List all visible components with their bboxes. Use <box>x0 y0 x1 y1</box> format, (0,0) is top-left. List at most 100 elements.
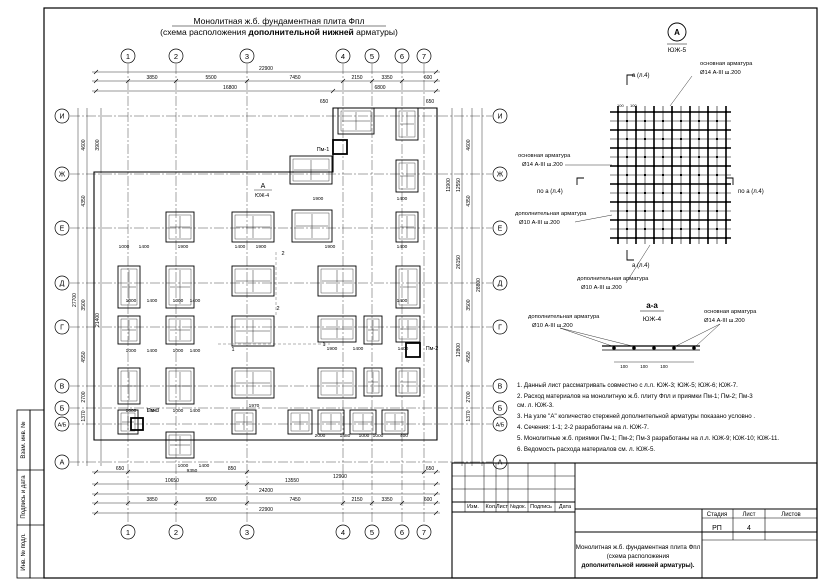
grid-bubble-left <box>54 416 70 432</box>
stamp-col-data: Дата <box>559 504 572 510</box>
detail-add-label: дополнительная арматура <box>515 211 587 217</box>
rebar-node <box>617 165 619 167</box>
rebar-node <box>689 183 691 185</box>
rebar-node <box>662 138 664 140</box>
rebar-node <box>689 219 691 221</box>
dimension-label: 3850 <box>146 75 157 81</box>
rebar-node <box>707 219 709 221</box>
dimension-label: 13550 <box>285 478 299 484</box>
reinforcement-panel <box>395 107 419 141</box>
grid-bubble-right <box>492 220 508 236</box>
rebar-node <box>725 147 727 149</box>
reinforcement-panel-inner <box>292 158 330 182</box>
dimension-label-vertical: 1370 <box>466 410 472 421</box>
reinforcement-panel-inner <box>234 370 272 396</box>
reinforcement-panel-inner <box>234 318 272 344</box>
reinforcement-panel <box>231 409 257 435</box>
rebar-node <box>671 183 673 185</box>
cell-dimension-label: 1400 <box>190 298 201 304</box>
cell-dimension-label: 1400 <box>398 346 409 352</box>
reinforcement-panel-inner <box>352 412 374 432</box>
grid-bubble-right <box>492 275 508 291</box>
section-aa-spacing-2: 100 <box>640 364 648 369</box>
dimension-tick <box>93 78 99 84</box>
section-aa-left-spec: Ø10 А-III ш.200 <box>532 323 573 329</box>
plan-node-a-label: А <box>261 183 266 190</box>
rebar-node <box>698 174 700 176</box>
rebar-node <box>698 156 700 158</box>
node-a-letter: А <box>674 28 680 37</box>
rebar-node <box>671 111 673 113</box>
dimension-label: 7450 <box>289 497 300 503</box>
rebar-node <box>635 165 637 167</box>
rebar-node <box>725 237 727 239</box>
dimension-label: 650 <box>426 466 435 472</box>
title-line-1: Монолитная ж.б. фундаментная плита Фпл <box>193 16 364 26</box>
dimension-label: 7450 <box>289 75 300 81</box>
grid-label-left: Д <box>60 281 65 288</box>
rebar-node <box>680 228 682 230</box>
rebar-node <box>662 120 664 122</box>
rebar-node <box>662 210 664 212</box>
rebar-node <box>653 201 655 203</box>
cell-dimension-label: 1000 <box>119 244 130 250</box>
reinforcement-panel <box>117 367 141 405</box>
reinforcement-panel <box>317 367 357 399</box>
rebar-node <box>680 120 682 122</box>
grid-bubble-left <box>54 166 70 182</box>
leader-line <box>574 214 613 223</box>
pit-label-pm3: Пм-3 <box>147 408 160 414</box>
stamp-sheet-value: 4 <box>747 525 751 532</box>
grid-label-right: А/Б <box>496 423 505 429</box>
rebar-dot <box>652 346 656 350</box>
rebar-node <box>617 219 619 221</box>
dimension-label-vertical: 27700 <box>72 293 78 307</box>
grid-bubble-left <box>54 220 70 236</box>
dimension-label-vertical: 21400 <box>95 313 101 327</box>
rebar-node <box>716 120 718 122</box>
cell-dimension-label: 1000 <box>373 433 384 439</box>
reinforcement-panel <box>395 315 421 343</box>
cell-dimension-label: 1000 <box>359 433 370 439</box>
dimension-tick <box>330 88 336 94</box>
rebar-node <box>671 201 673 203</box>
cell-dimension-label: 1400 <box>147 348 158 354</box>
rebar-node <box>671 129 673 131</box>
rebar-node <box>689 237 691 239</box>
dimension-label: 10650 <box>165 478 179 484</box>
side-strip-label-2: Подпись и дата <box>21 475 27 519</box>
grid-bubble-top <box>364 48 380 64</box>
title-line-2: (схема расположения дополнительной нижне… <box>160 27 398 37</box>
grid-bubble-left <box>54 454 70 470</box>
rebar-node <box>626 174 628 176</box>
rebar-node <box>617 201 619 203</box>
rebar-node <box>617 111 619 113</box>
reinforcement-panel <box>117 265 141 309</box>
leader-line <box>675 323 721 347</box>
reinforcement-panel-inner <box>168 370 192 402</box>
rebar-node <box>662 192 664 194</box>
grid-label-top: 6 <box>400 52 404 61</box>
rebar-node <box>680 192 682 194</box>
rebar-node <box>725 219 727 221</box>
rebar-node <box>689 129 691 131</box>
title-block: Изм. Кол. Лист №док. Подпись Дата Стадия… <box>451 462 818 579</box>
dimension-tick <box>433 78 439 84</box>
dimension-tick <box>93 69 99 75</box>
general-notes: 1. Данный лист рассматривать совместно с… <box>517 382 779 453</box>
grid-label-right: И <box>497 114 502 121</box>
grid-label-right: Д <box>498 281 503 288</box>
reinforcement-panel <box>165 211 195 243</box>
rebar-node <box>707 111 709 113</box>
grid-label-bottom: 2 <box>174 528 178 537</box>
dimension-tick <box>433 510 439 516</box>
grid-bubble-left <box>54 319 70 335</box>
rebar-node <box>689 111 691 113</box>
dimension-label: 2150 <box>351 75 362 81</box>
cell-dimension-label: 1000 <box>126 348 137 354</box>
dimension-tick <box>93 510 99 516</box>
dimension-label-vertical: 26150 <box>456 255 462 269</box>
cell-dimension-label: 1970 <box>249 403 260 409</box>
detail-po-a-left: по а (л.4) <box>537 189 563 195</box>
